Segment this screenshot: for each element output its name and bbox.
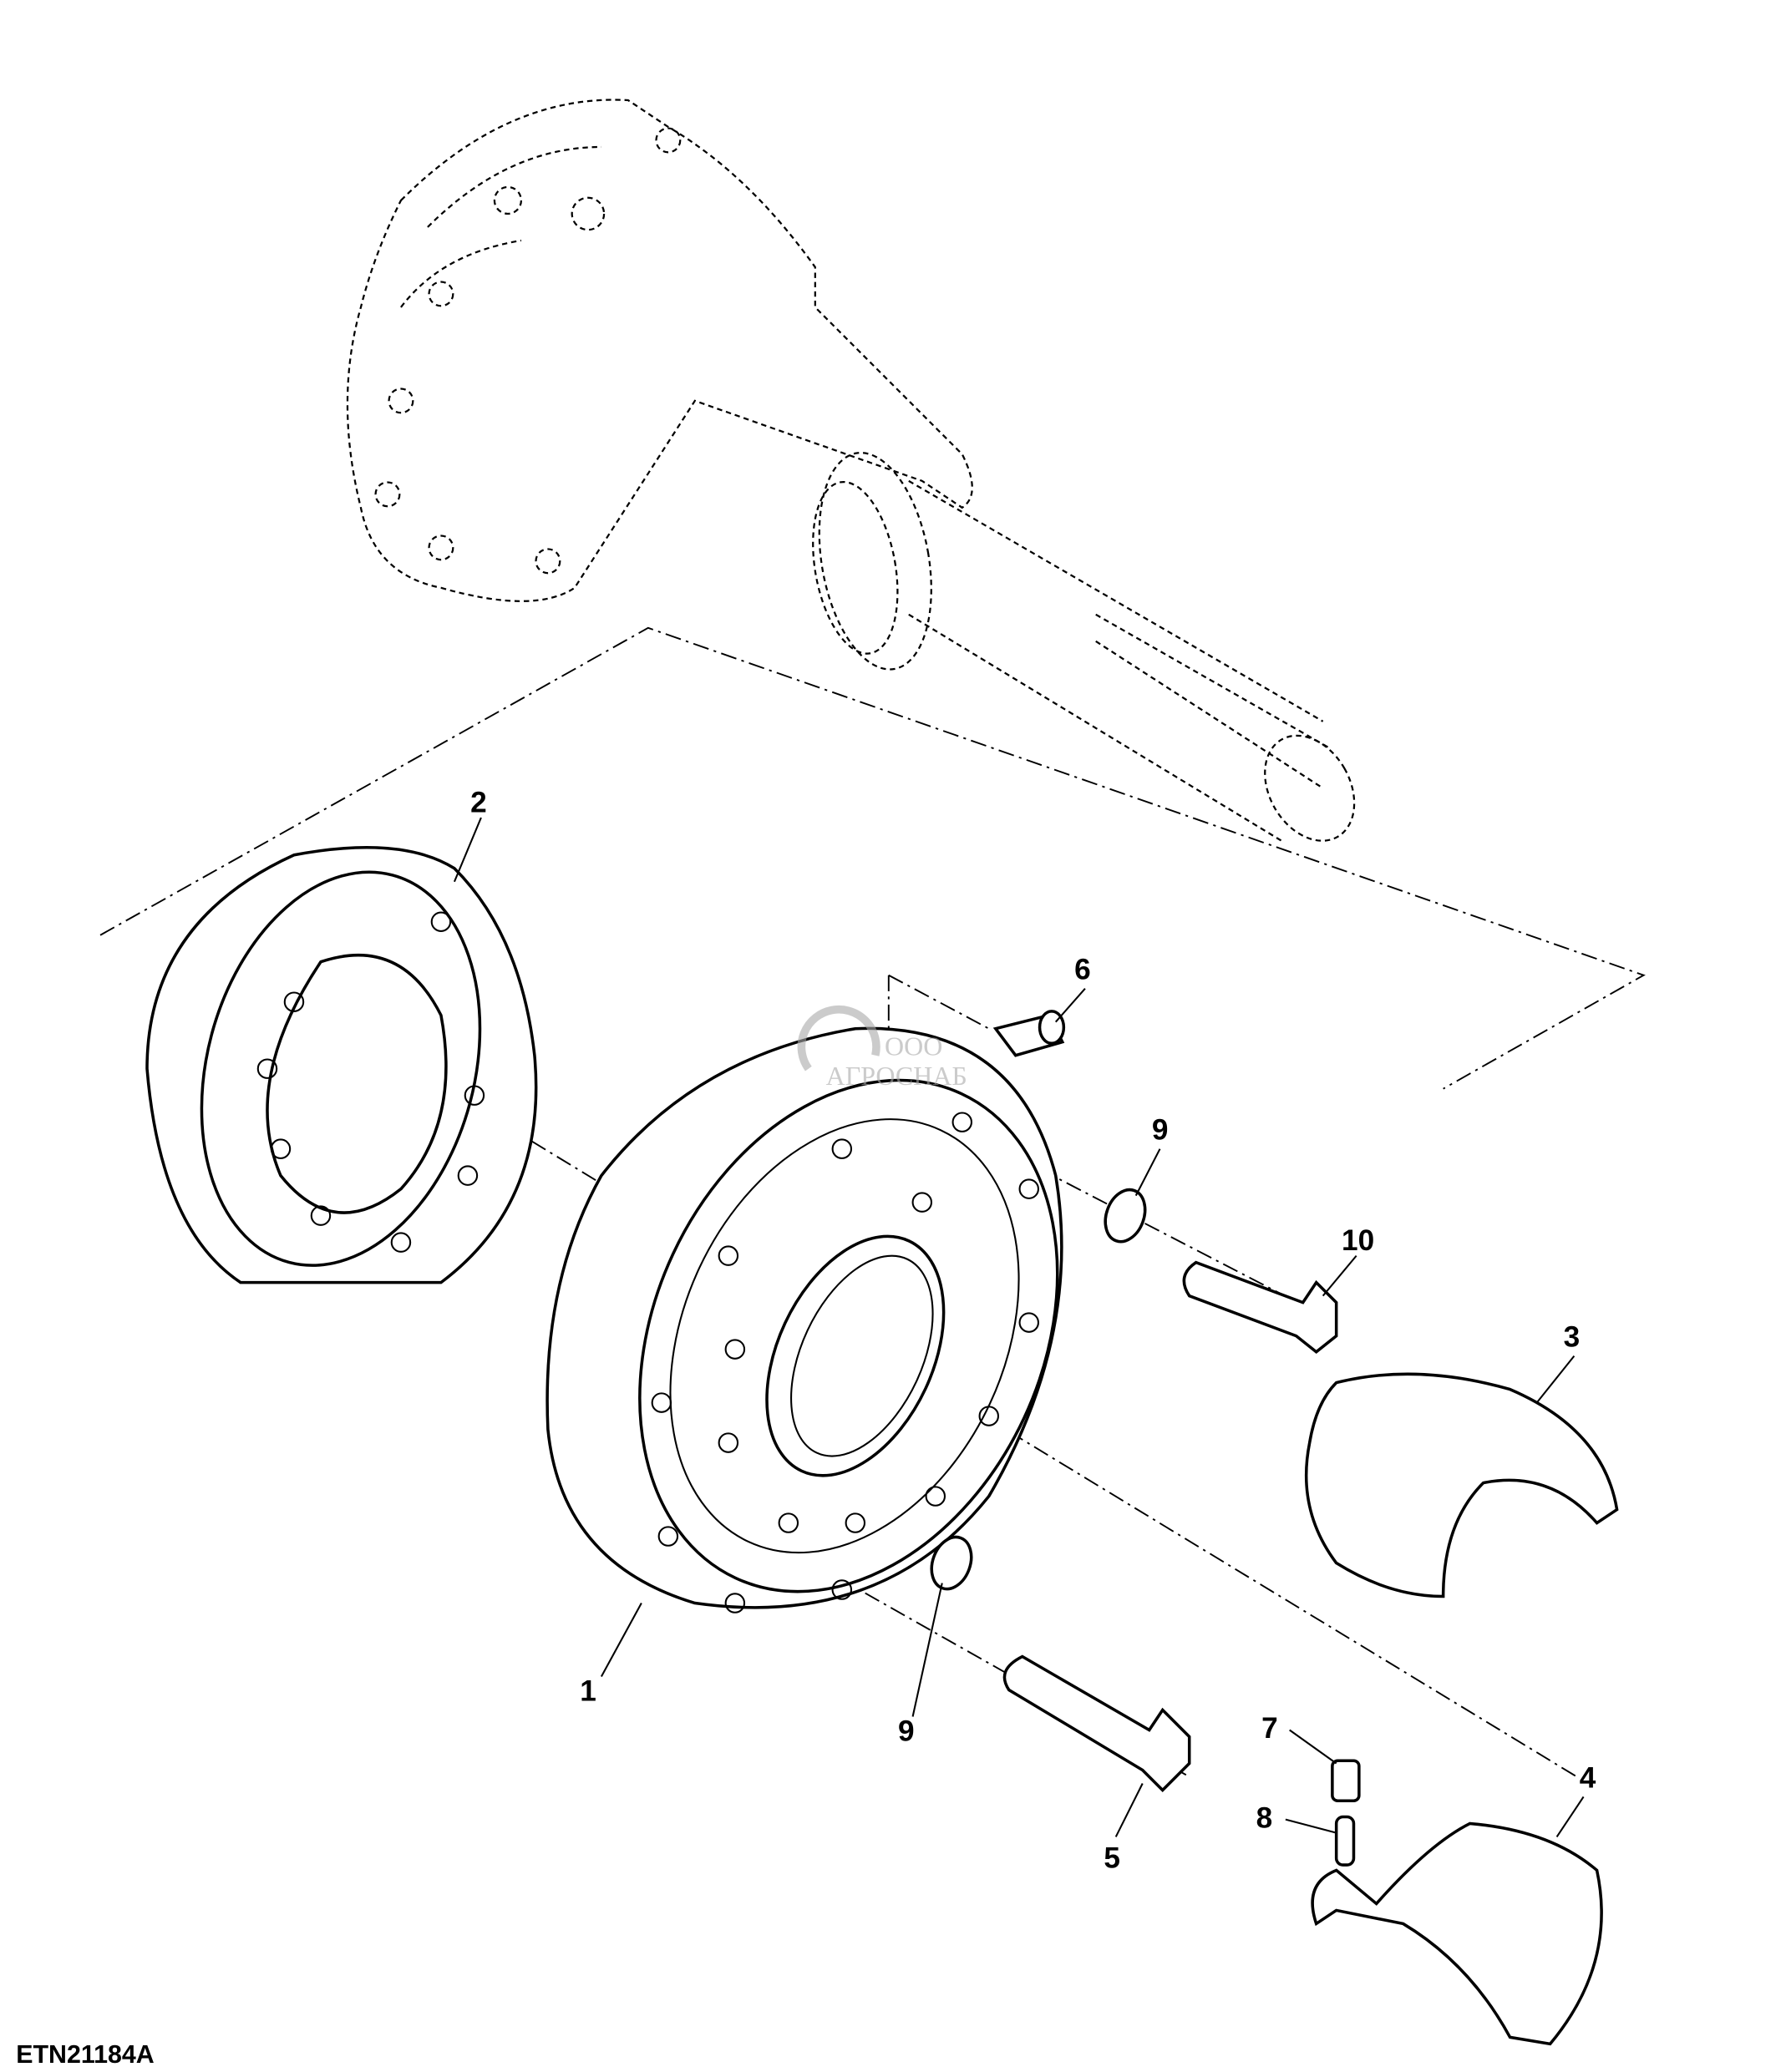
part-2-weight [145,846,538,1284]
callout-5: 5 [1104,1841,1120,1874]
callout-7: 7 [1261,1712,1278,1745]
part-9-washer-lower [930,1535,973,1591]
callout-9-lower: 9 [898,1715,915,1747]
leader-lines [453,817,1585,1838]
callout-10: 10 [1342,1224,1374,1257]
callout-6: 6 [1074,954,1091,986]
callout-2: 2 [470,787,487,819]
callout-8: 8 [1256,1801,1273,1834]
callout-9-upper: 9 [1152,1113,1169,1146]
callout-1: 1 [580,1674,596,1707]
watermark-logo: ООО АГРОСНАБ [797,1005,967,1091]
watermark-prefix: ООО [885,1031,942,1061]
part-7-spring [1331,1759,1361,1803]
part-3-half-weight [1304,1372,1619,1598]
axle-housing-phantom [346,99,1356,843]
part-1-weight [545,1026,1063,1614]
part-9-washer-upper [1104,1188,1147,1244]
callout-3: 3 [1564,1320,1581,1353]
part-6-cap-screw [992,1010,1066,1057]
part-8-pin [1334,1815,1356,1867]
callout-4: 4 [1580,1761,1596,1794]
part-5-bolt [1002,1654,1191,1792]
part-10-bolt [1182,1260,1338,1355]
watermark-text: АГРОСНАБ [826,1061,967,1091]
part-4-half-weight [1311,1821,1603,2046]
figure-id: ETN21184A [16,2040,155,2069]
